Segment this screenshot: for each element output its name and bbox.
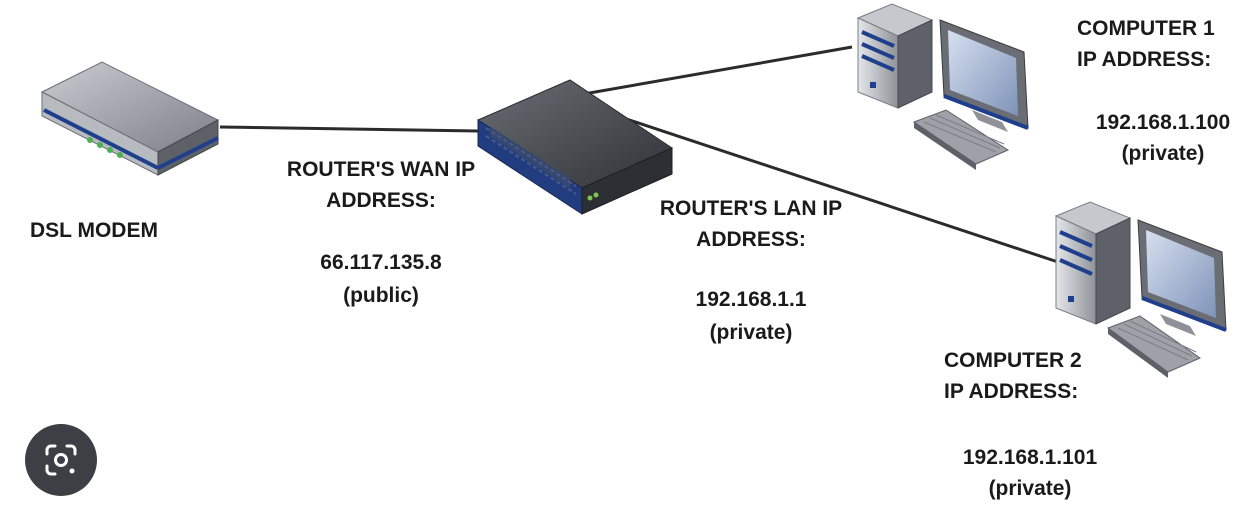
link-router-computer2 bbox=[577, 101, 1059, 264]
modem-label: DSL MODEM bbox=[30, 219, 158, 242]
computer-2-icon bbox=[1054, 201, 1227, 378]
router-lan-title-line1: ROUTER'S LAN IP bbox=[659, 197, 843, 220]
link-modem-router bbox=[219, 125, 479, 133]
router-wan-type: (public) bbox=[343, 284, 419, 307]
computer-2-ip: 192.168.1.101 bbox=[962, 446, 1098, 469]
computer-1-icon bbox=[856, 3, 1029, 170]
router-wan-title-line2: ADDRESS: bbox=[326, 189, 436, 212]
router-lan-value: 192.168.1.1 (private) bbox=[626, 287, 876, 346]
router-lan-title: ROUTER'S LAN IP ADDRESS: bbox=[626, 196, 876, 253]
computer-1-value: 192.168.1.100 (private) bbox=[1070, 110, 1256, 167]
router-lan-title-line2: ADDRESS: bbox=[696, 228, 806, 251]
router-wan-title: ROUTER'S WAN IP ADDRESS: bbox=[256, 157, 506, 214]
link-router-computer1 bbox=[577, 45, 853, 97]
computer-1-title-line2: IP ADDRESS: bbox=[1077, 48, 1212, 71]
computer-1-title: COMPUTER 1 IP ADDRESS: bbox=[1077, 16, 1215, 73]
lens-icon bbox=[45, 444, 77, 476]
computer-1-title-line1: COMPUTER 1 bbox=[1077, 17, 1215, 40]
computer-2-title-line1: COMPUTER 2 bbox=[944, 349, 1082, 372]
computer-2-title: COMPUTER 2 IP ADDRESS: bbox=[944, 348, 1082, 405]
router-wan-title-line1: ROUTER'S WAN IP bbox=[286, 158, 476, 181]
router-wan-ip: 66.117.135.8 bbox=[320, 251, 442, 274]
router-icon bbox=[476, 79, 674, 215]
computer-2-type: (private) bbox=[988, 477, 1072, 500]
computer-2-value: 192.168.1.101 (private) bbox=[930, 445, 1130, 502]
dsl-modem-icon bbox=[40, 61, 220, 176]
lens-search-button[interactable] bbox=[25, 424, 97, 496]
router-lan-ip: 192.168.1.1 bbox=[695, 288, 807, 311]
router-lan-type: (private) bbox=[709, 321, 793, 344]
router-wan-value: 66.117.135.8 (public) bbox=[256, 250, 506, 309]
computer-1-type: (private) bbox=[1121, 142, 1205, 165]
computer-2-title-line2: IP ADDRESS: bbox=[944, 380, 1079, 403]
computer-1-ip: 192.168.1.100 bbox=[1095, 111, 1231, 134]
